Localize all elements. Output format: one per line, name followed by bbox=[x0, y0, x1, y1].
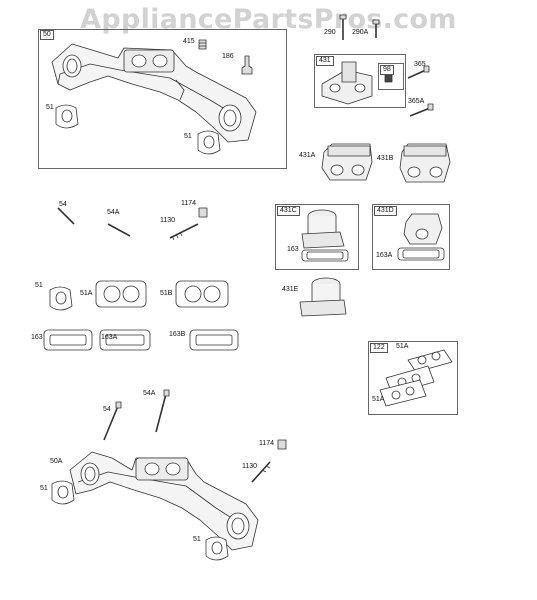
stud-1130 bbox=[169, 223, 199, 241]
stud-54 bbox=[57, 207, 75, 225]
label-415: 415 bbox=[183, 38, 195, 45]
gasket-51-lower-right bbox=[205, 536, 229, 561]
intake-manifold-50a bbox=[69, 451, 259, 551]
screw-365a bbox=[409, 103, 434, 117]
label-50a: 50A bbox=[50, 458, 63, 465]
label-51a-kit-top: 51A bbox=[396, 343, 409, 350]
fitting-415 bbox=[198, 39, 207, 50]
box-label-50: 50 bbox=[40, 30, 54, 40]
stud-54a-lower bbox=[155, 389, 170, 433]
intake-manifold-50 bbox=[51, 43, 257, 143]
label-51-lower-right: 51 bbox=[193, 536, 201, 543]
gasket-163b-row bbox=[189, 329, 239, 351]
gasket-51b-row bbox=[175, 280, 229, 308]
group-98-frame bbox=[378, 63, 404, 90]
label-163a-row: 163A bbox=[101, 334, 118, 341]
label-290a: 290A bbox=[352, 29, 369, 36]
label-365: 365 bbox=[414, 61, 426, 68]
group-431c-frame bbox=[275, 204, 359, 270]
label-51-upper-left: 51 bbox=[46, 104, 54, 111]
label-1130: 1130 bbox=[160, 217, 176, 224]
fitting-186 bbox=[241, 55, 253, 75]
label-431a: 431A bbox=[299, 152, 316, 159]
label-431b: 431B bbox=[377, 155, 394, 162]
group-431-frame bbox=[314, 54, 406, 108]
bolt-290a bbox=[372, 19, 380, 38]
gasket-163a-row bbox=[99, 329, 151, 351]
label-365a: 365A bbox=[408, 98, 425, 105]
gasket-51-row bbox=[49, 286, 73, 311]
nut-1174-lower bbox=[277, 439, 287, 450]
nut-1174 bbox=[198, 207, 208, 218]
label-163-row: 163 bbox=[31, 334, 43, 341]
label-290: 290 bbox=[324, 29, 336, 36]
group-122-frame bbox=[368, 341, 458, 415]
carburetor-base-431b bbox=[399, 143, 451, 183]
label-51b-row: 51B bbox=[160, 290, 173, 297]
screw-365 bbox=[407, 65, 430, 79]
stud-1130-lower bbox=[251, 461, 271, 483]
gasket-163a-431d bbox=[397, 247, 445, 261]
box-label-122: 122 bbox=[370, 343, 388, 353]
label-54: 54 bbox=[59, 201, 67, 208]
carburetor-431d bbox=[403, 213, 443, 245]
bolt-290 bbox=[339, 14, 347, 40]
box-label-98: 98 bbox=[380, 65, 394, 75]
label-163a-431d: 163A bbox=[376, 252, 393, 259]
label-51-row: 51 bbox=[35, 282, 43, 289]
label-163-431c: 163 bbox=[287, 246, 299, 253]
label-54a: 54A bbox=[107, 209, 120, 216]
throttle-body-431e bbox=[299, 277, 347, 317]
throttle-body-431c bbox=[301, 209, 345, 249]
gasket-51-upper-left bbox=[55, 104, 79, 129]
box-label-431d: 431D bbox=[374, 206, 397, 216]
label-1174-lower: 1174 bbox=[259, 440, 275, 447]
box-label-431: 431 bbox=[316, 56, 334, 66]
part-98 bbox=[384, 73, 393, 83]
carburetor-base-431a bbox=[321, 143, 373, 181]
label-51a-kit-bottom: 51A bbox=[372, 396, 385, 403]
gasket-51a-row bbox=[95, 280, 147, 308]
gasket-kit-122 bbox=[379, 349, 453, 407]
group-50-frame bbox=[38, 29, 287, 169]
label-186: 186 bbox=[222, 53, 234, 60]
label-1130-lower: 1130 bbox=[242, 463, 258, 470]
label-51-upper-right: 51 bbox=[184, 133, 192, 140]
gasket-51-upper-right bbox=[197, 130, 221, 155]
label-51a-row: 51A bbox=[80, 290, 93, 297]
stud-54a bbox=[107, 223, 131, 237]
box-label-431c: 431C bbox=[277, 206, 300, 216]
label-431e: 431E bbox=[282, 286, 299, 293]
stud-54-lower bbox=[103, 401, 122, 441]
label-163b-row: 163B bbox=[169, 331, 186, 338]
gasket-163-row bbox=[43, 329, 93, 351]
carburetor-431 bbox=[321, 61, 373, 105]
gasket-163-431c bbox=[301, 249, 349, 262]
label-51-lower-left: 51 bbox=[40, 485, 48, 492]
group-431d-frame bbox=[372, 204, 450, 270]
label-54a-lower: 54A bbox=[143, 390, 156, 397]
gasket-51-lower-left bbox=[51, 480, 75, 505]
label-1174: 1174 bbox=[181, 200, 197, 207]
label-54-lower: 54 bbox=[103, 406, 111, 413]
